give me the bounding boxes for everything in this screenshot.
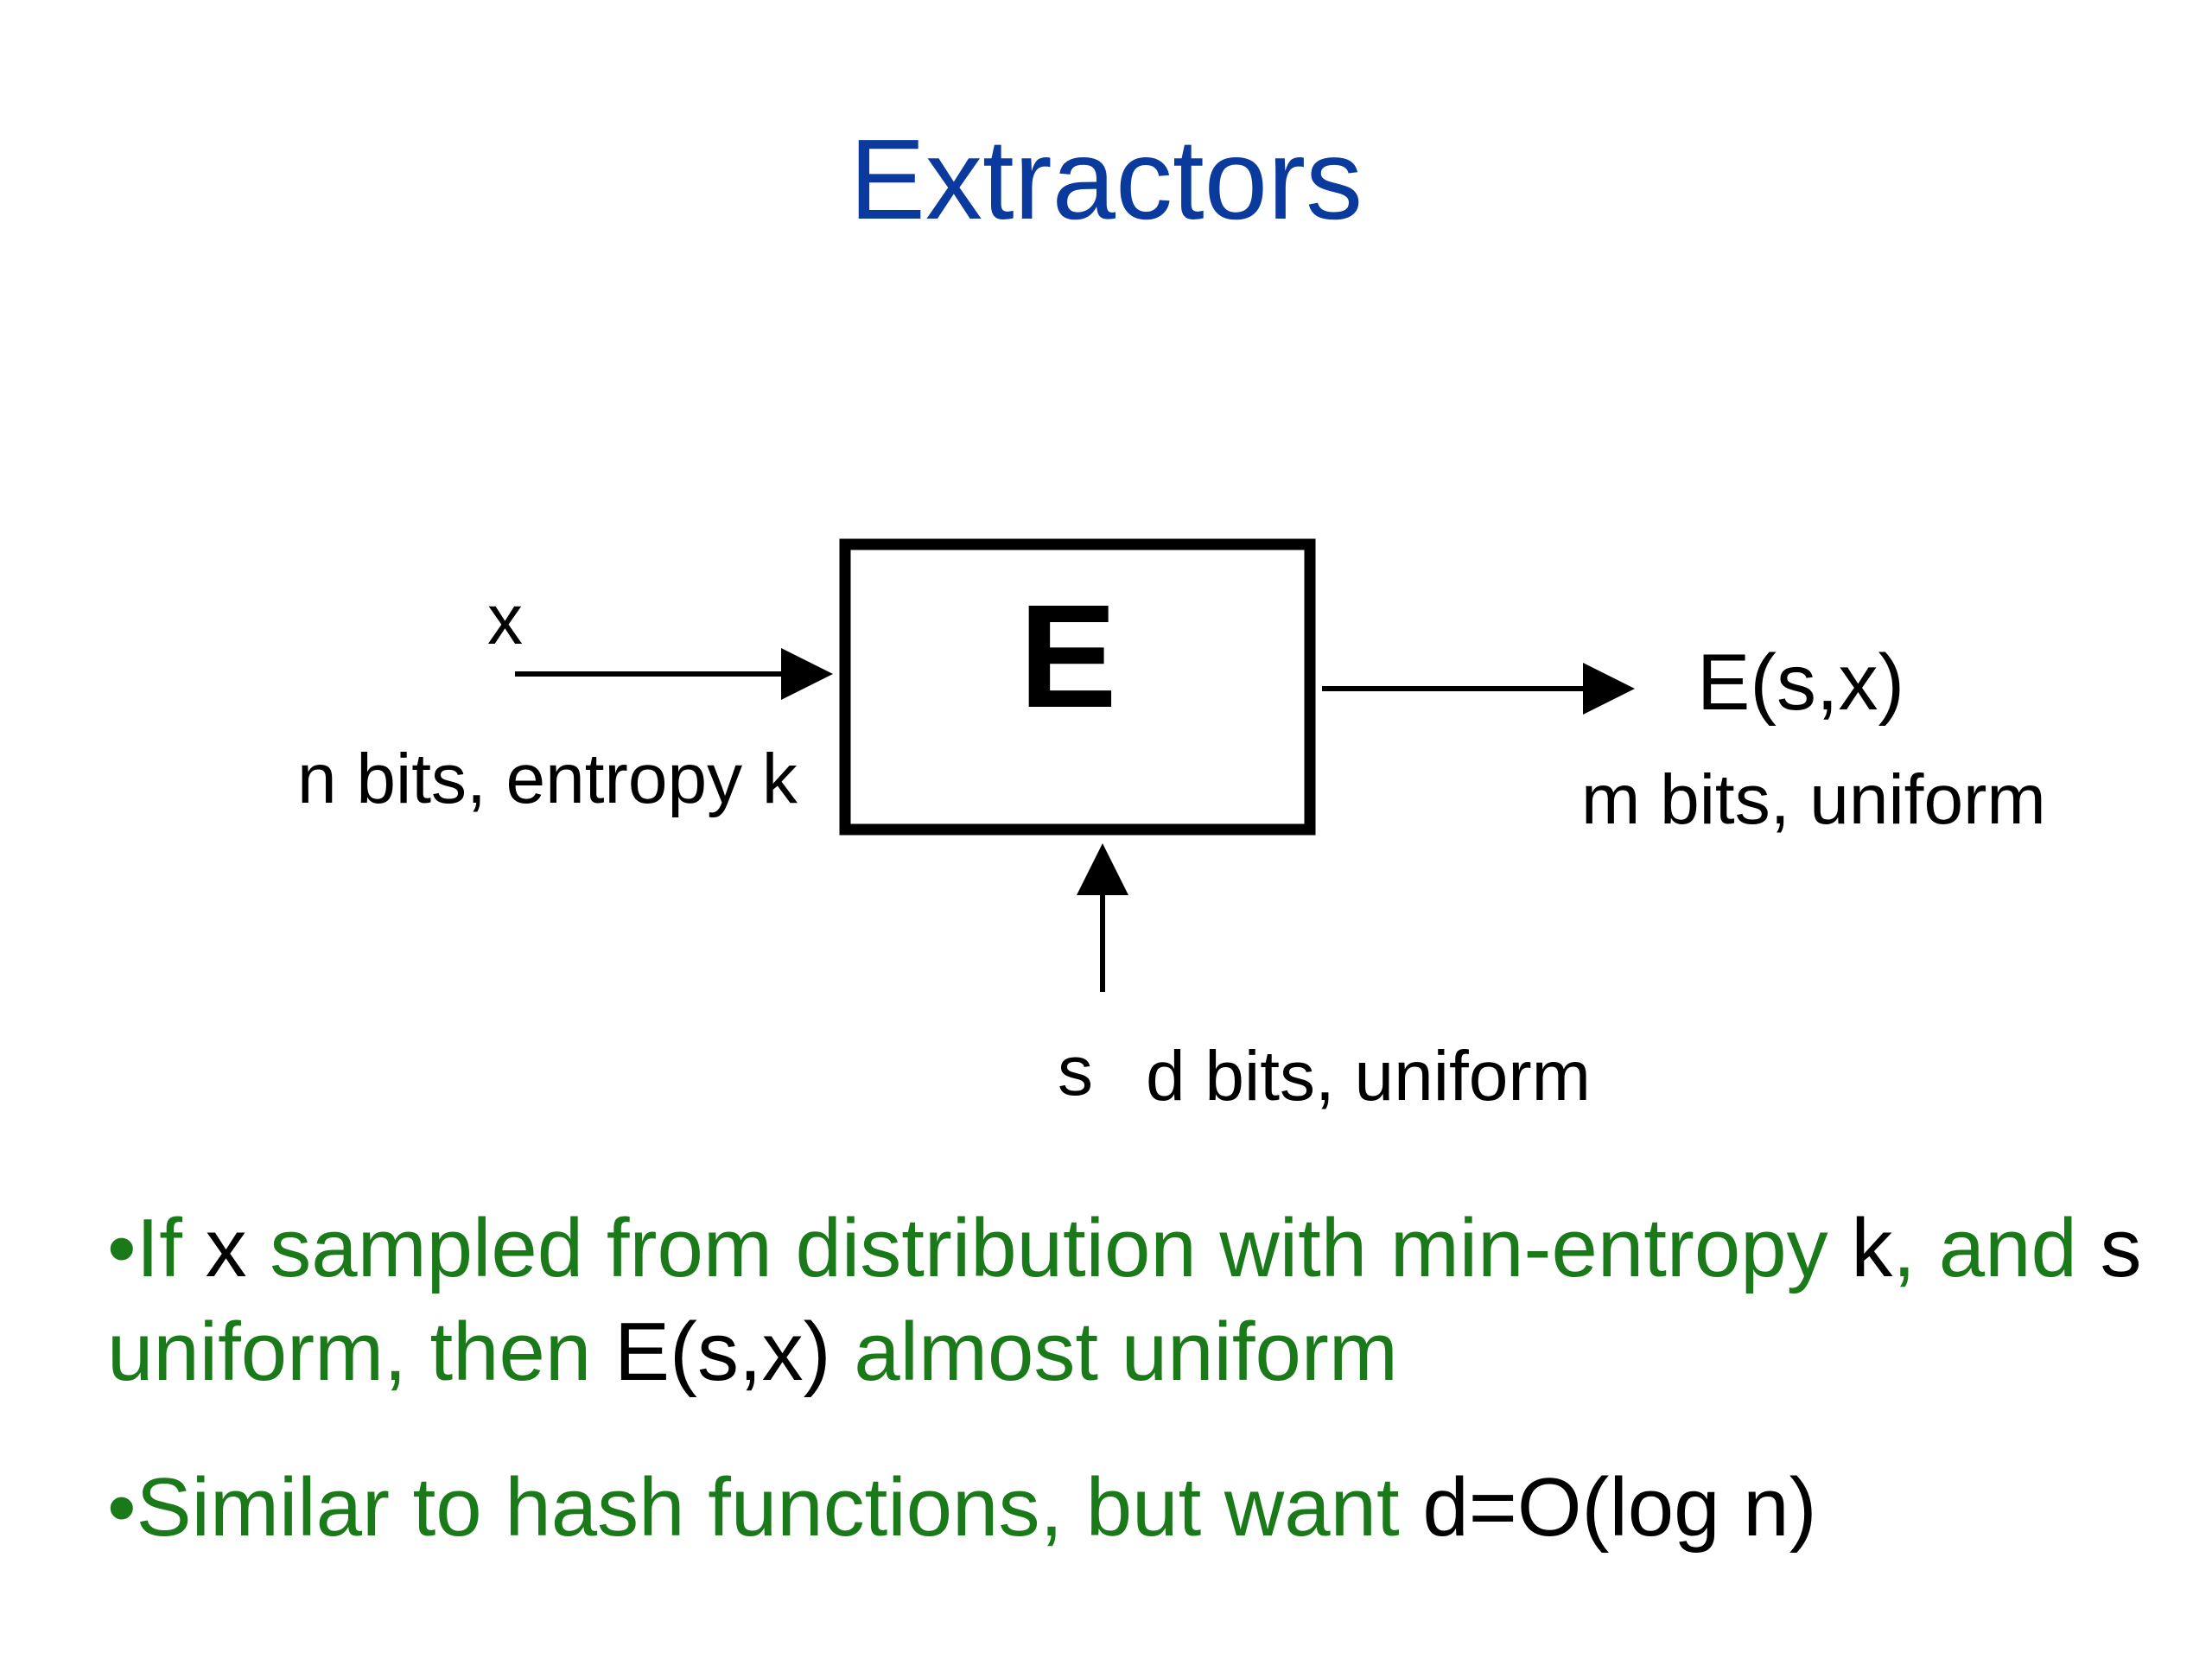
bullet-list: •If x sampled from distribution with min… [107,1197,2146,1611]
bullet-text-segment: E(s,x) [613,1306,831,1398]
bullet-text-segment: almost uniform [830,1306,1398,1398]
bullet-item: •If x sampled from distribution with min… [107,1197,2146,1404]
input-x-description: n bits, entropy k [297,740,798,818]
bullet-text-segment: •Similar to hash functions, but want [107,1461,1423,1554]
bullet-text-segment: k [1851,1202,1893,1294]
extractor-box [839,538,1316,836]
input-s-description: d bits, uniform [1146,1037,1591,1116]
bullet-item: •Similar to hash functions, but want d=O… [107,1456,2146,1560]
output-name: E(s,x) [1697,639,1905,727]
input-x-name: x [487,581,523,659]
bullet-text-segment: x [205,1202,247,1294]
bullet-text-segment: •If [107,1202,206,1294]
extractor-box-label: E [1019,575,1117,739]
bullet-text-segment: uniform, then [107,1306,614,1398]
bullet-text-segment: d=O(log n) [1422,1461,1817,1554]
bullet-text-segment: s [2100,1202,2142,1294]
bullet-text-segment: , and [1892,1202,2101,1294]
output-description: m bits, uniform [1581,760,2046,839]
slide-title: Extractors [849,116,1363,243]
bullet-text-segment: sampled from distribution with min-entro… [246,1202,1852,1294]
input-s-name: s [1058,1032,1093,1110]
